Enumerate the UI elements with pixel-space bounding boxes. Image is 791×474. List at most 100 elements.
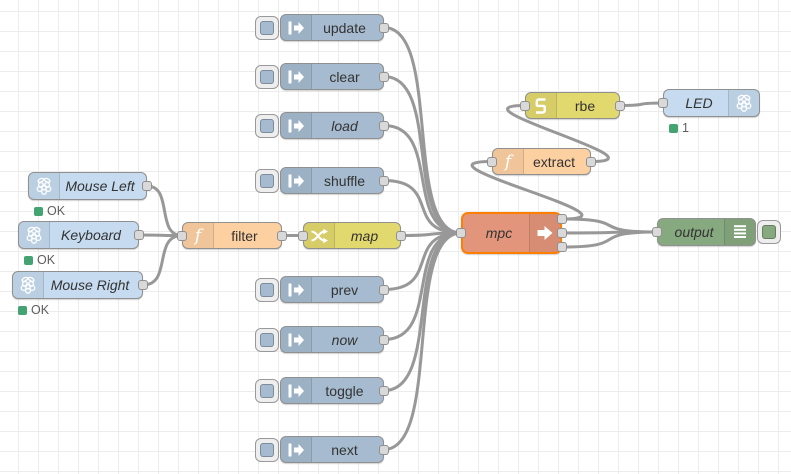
node-toggle[interactable]: toggle [255, 377, 389, 404]
node-prev[interactable]: prev [255, 276, 389, 303]
node-label: now [331, 331, 358, 348]
node-label: LED [685, 95, 713, 111]
inject-button[interactable] [255, 437, 279, 462]
node-body: LED [663, 89, 760, 117]
node-now[interactable]: now [255, 326, 389, 353]
output-port[interactable] [557, 242, 567, 252]
output-port[interactable] [379, 444, 389, 455]
node-shuffle[interactable]: shuffle [255, 167, 389, 194]
output-port[interactable] [379, 385, 389, 396]
node-update[interactable]: update [255, 14, 389, 41]
wire-mouse_right-filter[interactable] [141, 234, 184, 287]
node-label: clear [329, 68, 360, 85]
button-face [260, 69, 274, 84]
output-port[interactable] [379, 175, 389, 186]
input-port[interactable] [658, 98, 668, 108]
wire-mouse_left-filter[interactable] [145, 184, 184, 237]
wire-mpc-output[interactable] [560, 230, 659, 249]
node-label: rbe [574, 97, 596, 114]
input-port[interactable] [487, 156, 497, 167]
output-port[interactable] [557, 214, 567, 224]
node-status: OK [24, 253, 55, 267]
wire-prev-mpc[interactable] [382, 231, 463, 291]
inject-button[interactable] [255, 15, 279, 40]
node-body: Keyboard [18, 221, 139, 249]
output-port[interactable] [277, 230, 287, 241]
inject-button[interactable] [255, 277, 279, 302]
output-port[interactable] [379, 22, 389, 33]
wire-clear-mpc[interactable] [382, 75, 463, 235]
output-port[interactable] [379, 71, 389, 82]
wire-next-mpc[interactable] [382, 231, 463, 451]
inject-button[interactable] [255, 168, 279, 193]
node-body: toggle [280, 377, 384, 404]
button-face [260, 332, 274, 347]
node-load[interactable]: load [255, 112, 389, 139]
inject-button[interactable] [255, 113, 279, 138]
button-face [260, 173, 274, 188]
output-port[interactable] [379, 120, 389, 131]
toggle-output-button[interactable] [757, 220, 781, 244]
wire-load-mpc[interactable] [382, 124, 463, 235]
input-port[interactable] [456, 228, 466, 238]
status-dot [34, 206, 43, 216]
output-port[interactable] [379, 334, 389, 345]
arrow-in-icon [281, 113, 312, 138]
node-body: prev [280, 276, 384, 303]
output-port[interactable] [379, 284, 389, 295]
wire-rbe-led[interactable] [618, 101, 665, 107]
node-status: 1 [669, 121, 689, 135]
wire-now-mpc[interactable] [382, 231, 463, 341]
node-next[interactable]: next [255, 436, 389, 463]
output-port[interactable] [586, 156, 596, 167]
output-port[interactable] [142, 181, 152, 191]
node-body: rbe [525, 92, 620, 119]
output-port[interactable] [557, 228, 567, 238]
status-dot [24, 255, 33, 265]
node-label: Mouse Left [65, 178, 135, 194]
output-port[interactable] [134, 230, 144, 240]
input-port[interactable] [520, 100, 530, 111]
node-status: OK [18, 303, 49, 317]
wire-toggle-mpc[interactable] [382, 231, 463, 392]
inject-button[interactable] [255, 64, 279, 89]
wire-update-mpc[interactable] [382, 26, 463, 235]
input-port[interactable] [298, 230, 308, 241]
wire-extract-rbe[interactable] [506, 104, 610, 163]
node-body: load [280, 112, 384, 139]
node-rbe[interactable]: rbe [520, 92, 625, 119]
node-map[interactable]: map [298, 222, 406, 249]
arrow-in-icon [281, 277, 312, 302]
node-label: prev [330, 281, 359, 298]
wire-shuffle-mpc[interactable] [382, 179, 463, 235]
input-port[interactable] [652, 227, 662, 237]
wire-mpc-output[interactable] [560, 217, 659, 234]
output-port[interactable] [615, 100, 625, 111]
input-port[interactable] [177, 230, 187, 241]
node-led[interactable]: LED 1 [658, 89, 760, 135]
node-label: toggle [325, 382, 364, 399]
node-output[interactable]: output [652, 218, 781, 246]
wire-keyboard-filter[interactable] [137, 233, 184, 237]
status-text: OK [31, 303, 50, 317]
node-label: load [331, 117, 358, 134]
arrow-right-icon [529, 214, 560, 252]
function-f-icon: f [183, 223, 214, 248]
node-label: extract [532, 153, 575, 170]
node-clear[interactable]: clear [255, 63, 389, 90]
wire-mpc-extract[interactable] [470, 160, 584, 221]
node-mpc[interactable]: mpc [456, 212, 567, 254]
node-body: update [280, 14, 384, 41]
inject-button[interactable] [255, 378, 279, 403]
output-port[interactable] [138, 280, 148, 290]
status-text: 1 [682, 121, 689, 135]
inject-button[interactable] [255, 327, 279, 352]
output-port[interactable] [396, 230, 406, 241]
